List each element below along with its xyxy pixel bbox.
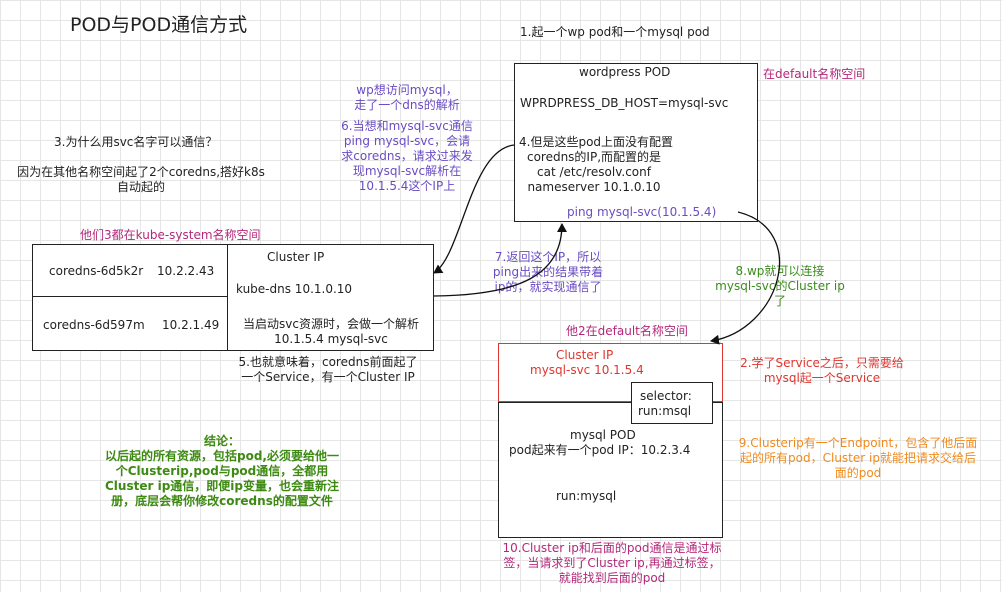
selector-value: run:msql: [638, 404, 692, 418]
note-line: 当启动svc资源时，会做一个解析: [243, 317, 419, 331]
note-line: 起的所有pod，Cluster ip就能把请求交给后: [740, 451, 976, 465]
note-line: 5.也就意味着，coredns前面起了: [238, 355, 418, 369]
note-line: 一个Service，有一个Cluster IP: [241, 370, 415, 384]
mysql-pod-label: run:mysql: [556, 489, 617, 503]
mysql-svc-cluster-ip-header: Cluster IP: [556, 348, 614, 362]
coredns-pod-2-ip: 10.2.1.49: [162, 318, 220, 332]
ping-command: ping mysql-svc(10.1.5.4): [567, 205, 717, 219]
default-namespace-label: 在default名称空间: [763, 67, 866, 81]
note-line: ping出来的结果带着: [492, 265, 604, 279]
kube-system-namespace-label: 他们3都在kube-system名称空间: [80, 228, 261, 242]
selector-box: selector: run:msql: [631, 382, 713, 424]
mysql-pod-box: mysql POD pod起来有一个pod IP：10.2.3.4 run:my…: [498, 402, 723, 538]
note-line: 10.1.5.4这个IP上: [358, 179, 456, 193]
note-line: mysql-svc的Cluster ip: [715, 279, 845, 293]
coredns-pod-1: coredns-6d5k2r 10.2.2.43: [33, 245, 228, 297]
step6-note: wp想访问mysql， 走了一个dns的解析 6.当想和mysql-svc通信 …: [332, 83, 482, 194]
note-line: 自动起的: [116, 180, 165, 194]
note-line: 2.学了Service之后，只需要给: [740, 356, 904, 370]
default-namespace-label-2: 他2在default名称空间: [566, 324, 688, 338]
note-line: 以后起的所有资源，包括pod,必须要给他一: [105, 449, 339, 463]
step1-note: 1.起一个wp pod和一个mysql pod: [520, 25, 710, 39]
note-line: ping mysql-svc，会请: [343, 134, 471, 148]
note-line: wp想访问mysql，: [356, 83, 458, 97]
note-line: 7.返回这个IP，所以: [494, 250, 602, 264]
note-line: 因为在其他名称空间起了2个coredns,搭好k8s: [17, 165, 265, 179]
step3-note: 3.为什么用svc名字可以通信？ 因为在其他名称空间起了2个coredns,搭好…: [2, 135, 280, 195]
note-line: 册，底层会帮你修改coredns的配置文件: [111, 494, 333, 508]
wordpress-resolv-note: 4.但是这些pod上面没有配置 coredns的IP,而配置的是 cat /et…: [519, 135, 674, 195]
coredns-pod-2-name: coredns-6d597m: [43, 318, 145, 332]
note-line: 了: [773, 294, 786, 308]
step7-note: 7.返回这个IP，所以 ping出来的结果带着 ip的，就实现通信了: [478, 250, 618, 295]
note-line: 求coredns，请求过来发: [341, 149, 473, 163]
mysql-pod-ip: pod起来有一个pod IP：10.2.3.4: [509, 443, 691, 457]
kube-dns-cluster-ip-header: Cluster IP: [267, 250, 325, 264]
step2-note: 2.学了Service之后，只需要给 mysql起一个Service: [727, 356, 917, 386]
note-line: 9.Clusterip有一个Endpoint，包含了他后面: [738, 436, 978, 450]
mysql-svc-box: Cluster IP mysql-svc 10.1.5.4: [498, 343, 723, 402]
note-line: 面的pod: [834, 466, 882, 480]
note-line: 3.为什么用svc名字可以通信？: [54, 135, 218, 149]
note-line: Cluster ip通信，即便ip变量，也会重新注: [105, 479, 339, 493]
note-line: 签，当请求到了Cluster ip,再通过标签，: [503, 556, 721, 570]
coredns-pod-2: coredns-6d597m 10.2.1.49: [33, 296, 228, 350]
step9-note: 9.Clusterip有一个Endpoint，包含了他后面 起的所有pod，Cl…: [727, 436, 989, 481]
note-line: 个Clusterip,pod与pod通信，全都用: [115, 464, 329, 478]
wordpress-pod-title: wordpress POD: [579, 65, 671, 79]
step10-note: 10.Cluster ip和后面的pod通信是通过标 签，当请求到了Cluste…: [484, 541, 740, 586]
wordpress-pod-box: wordpress POD WPRDPRESS_DB_HOST=mysql-sv…: [514, 63, 758, 222]
selector-label: selector:: [640, 389, 692, 403]
note-line: mysql起一个Service: [763, 371, 881, 385]
note-line: 现mysql-svc解析在: [352, 164, 462, 178]
note-line: coredns的IP,而配置的是: [526, 150, 662, 164]
note-line: 就能找到后面的pod: [558, 571, 666, 585]
conclusion-title: 结论：: [203, 434, 240, 448]
note-line: 10.Cluster ip和后面的pod通信是通过标: [502, 541, 722, 555]
kube-dns-service: kube-dns 10.1.0.10: [236, 282, 353, 296]
wordpress-db-host-env: WPRDPRESS_DB_HOST=mysql-svc: [520, 96, 729, 110]
coredns-pod-1-name: coredns-6d5k2r: [49, 264, 144, 278]
note-line: 8.wp就可以连接: [735, 264, 825, 278]
note-line: 6.当想和mysql-svc通信: [341, 119, 473, 133]
note-line: cat /etc/resolv.conf: [537, 165, 651, 179]
note-line: nameserver 10.1.0.10: [527, 180, 661, 194]
coredns-box: coredns-6d5k2r 10.2.2.43 coredns-6d597m …: [32, 244, 434, 351]
note-line: ip的，就实现通信了: [494, 280, 602, 294]
step5-note: 5.也就意味着，coredns前面起了 一个Service，有一个Cluster…: [228, 355, 428, 385]
mysql-pod-title: mysql POD: [570, 428, 636, 442]
conclusion-note: 结论： 以后起的所有资源，包括pod,必须要给他一 个Clusterip,pod…: [82, 434, 362, 509]
step8-note: 8.wp就可以连接 mysql-svc的Cluster ip 了: [705, 264, 855, 309]
svc-resolve-note: 当启动svc资源时，会做一个解析 10.1.5.4 mysql-svc: [231, 317, 431, 347]
note-line: 4.但是这些pod上面没有配置: [519, 135, 674, 149]
coredns-pod-1-ip: 10.2.2.43: [157, 264, 215, 278]
page-title: POD与POD通信方式: [70, 14, 248, 36]
mysql-svc-cluster-ip-value: mysql-svc 10.1.5.4: [530, 363, 644, 377]
note-line: 10.1.5.4 mysql-svc: [274, 332, 388, 346]
note-line: 走了一个dns的解析: [354, 98, 460, 112]
